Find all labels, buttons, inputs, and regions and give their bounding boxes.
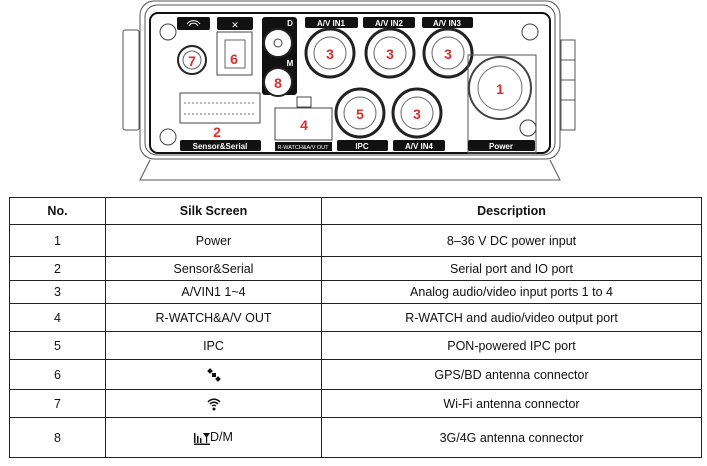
- port-label: Power: [489, 142, 513, 151]
- cell-desc: Serial port and IO port: [321, 256, 702, 281]
- callout-number: 5: [356, 106, 364, 122]
- screw-icon: [159, 23, 177, 41]
- avin1-port: [304, 27, 356, 79]
- port-label: A/V IN2: [375, 19, 404, 28]
- header-description: Description: [321, 197, 702, 225]
- screw-icon: [521, 23, 539, 41]
- table-header-row: No. Silk Screen Description: [9, 197, 702, 225]
- cell-no: 5: [9, 331, 106, 360]
- port-label: D: [287, 19, 293, 28]
- wifi-icon: [206, 398, 221, 411]
- satellite-icon: [206, 368, 221, 382]
- rwatch-av-out-port: [274, 107, 333, 141]
- table-row: 6 GPS/BD antenna connector: [9, 359, 702, 390]
- callout-number: 3: [413, 106, 421, 122]
- silk-text: D/M: [210, 430, 233, 445]
- port-label: A/V IN1: [317, 19, 346, 28]
- cell-silk: Sensor&Serial: [105, 256, 322, 281]
- cell-desc: 8–36 V DC power input: [321, 224, 702, 257]
- signal-antenna-icon: [194, 432, 211, 445]
- cell-silk: [105, 359, 322, 390]
- cell-no: 1: [9, 224, 106, 257]
- cellular-d-port: [263, 28, 293, 58]
- callout-number: 7: [188, 53, 196, 69]
- callout-number: 3: [444, 46, 452, 62]
- cell-no: 2: [9, 256, 106, 281]
- callout-number: 1: [496, 81, 504, 97]
- screw-icon: [159, 128, 177, 146]
- cell-silk: R-WATCH&A/V OUT: [105, 303, 322, 332]
- table-row: 7 Wi-Fi antenna connector: [9, 389, 702, 418]
- avin4-port: [391, 87, 443, 139]
- satellite-icon: ✕: [231, 20, 239, 30]
- cell-no: 4: [9, 303, 106, 332]
- cell-no: 3: [9, 280, 106, 304]
- cell-desc: Analog audio/video input ports 1 to 4: [321, 280, 702, 304]
- port-label: A/V IN3: [433, 19, 462, 28]
- device-rear-panel-diagram: 7 ✕ 6 D M 8 A/V IN1 3 A/V IN2 3 A/V IN3 …: [122, 0, 576, 181]
- wifi-antenna-port: [177, 45, 207, 75]
- callout-number: 6: [230, 51, 238, 67]
- cell-silk: IPC: [105, 331, 322, 360]
- cell-desc: GPS/BD antenna connector: [321, 359, 702, 390]
- callout-number: 8: [274, 75, 282, 91]
- cell-silk: [105, 389, 322, 418]
- wifi-icon: [186, 20, 201, 27]
- cell-desc: Wi-Fi antenna connector: [321, 389, 702, 418]
- cell-silk: Power: [105, 224, 322, 257]
- cell-desc: 3G/4G antenna connector: [321, 417, 702, 458]
- callout-number: 3: [386, 46, 394, 62]
- ipc-port: [334, 87, 386, 139]
- port-label: A/V IN4: [405, 142, 434, 151]
- cell-silk: A/VIN1 1~4: [105, 280, 322, 304]
- cell-desc: R-WATCH and audio/video output port: [321, 303, 702, 332]
- callout-number: 4: [300, 117, 308, 133]
- callout-number: 2: [213, 124, 221, 140]
- callout-number: 3: [326, 46, 334, 62]
- cell-no: 7: [9, 389, 106, 418]
- sensor-serial-port: [179, 92, 261, 124]
- cell-desc: PON-powered IPC port: [321, 331, 702, 360]
- cell-no: 6: [9, 359, 106, 390]
- cell-silk: D/M: [105, 417, 322, 458]
- port-label: IPC: [355, 142, 369, 151]
- port-label: Sensor&Serial: [193, 142, 248, 151]
- avin2-port: [364, 27, 416, 79]
- header-no: No.: [9, 197, 106, 225]
- port-label: M: [287, 59, 294, 68]
- svg-text:R-WATCH&A/V OUT: R-WATCH&A/V OUT: [277, 145, 329, 151]
- header-silk-screen: Silk Screen: [105, 197, 322, 225]
- avin3-port: [422, 27, 474, 79]
- table-row: 8 D/M 3G/4G antenna connector: [9, 417, 702, 458]
- cellular-m-port: [263, 67, 293, 97]
- cell-no: 8: [9, 417, 106, 458]
